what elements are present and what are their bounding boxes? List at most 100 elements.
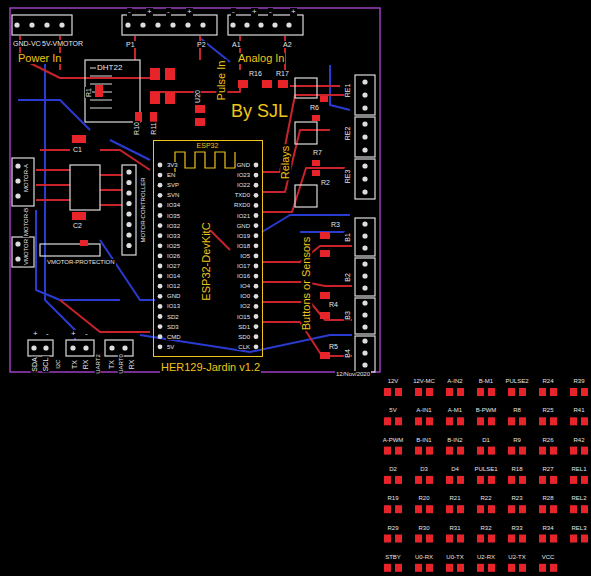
- silkscreen-label: SCL: [43, 356, 50, 372]
- pin-label: RXD0: [233, 202, 251, 208]
- silkscreen-label: +: [70, 330, 77, 338]
- silkscreen-label: -: [268, 8, 273, 16]
- silkscreen-label: C1: [72, 146, 83, 153]
- silkscreen-label: R17: [275, 70, 290, 77]
- pad-label: R27: [541, 466, 554, 472]
- silkscreen-label: DHT22: [96, 64, 123, 72]
- pad-label: R30: [417, 525, 430, 531]
- silkscreen-label: R3: [330, 221, 341, 228]
- pad-label: 5V: [388, 407, 397, 413]
- pad-label: R20: [417, 495, 430, 501]
- pin-label: GND: [236, 223, 251, 229]
- pad-label: 12V-MC: [412, 378, 436, 384]
- pin-label: IO27: [166, 263, 181, 269]
- silkscreen-label: RE3: [345, 168, 352, 184]
- module-label: ESP32: [196, 142, 220, 149]
- pin-label: IO14: [166, 273, 181, 279]
- pad-label: R41: [572, 407, 585, 413]
- pad-label: VCC: [541, 554, 556, 560]
- pad-label: R23: [510, 495, 523, 501]
- silkscreen-label: UART2: [95, 353, 101, 375]
- pad-label: R32: [479, 525, 492, 531]
- pin-label: IO5: [239, 253, 251, 259]
- pad-label: U0-TX: [445, 554, 464, 560]
- silkscreen-label: R2: [320, 179, 331, 186]
- pad-label: R42: [572, 437, 585, 443]
- silkscreen-label: P2: [196, 41, 207, 48]
- silkscreen-label: B3: [344, 310, 351, 321]
- pin-label: IO23: [236, 172, 251, 178]
- silkscreen-label: +: [186, 8, 193, 16]
- pin-label: IO17: [236, 263, 251, 269]
- pad-label: R22: [479, 495, 492, 501]
- silkscreen-label: -: [45, 330, 50, 338]
- pin-label: IO19: [236, 233, 251, 239]
- pad-label: B-M1: [478, 378, 494, 384]
- silkscreen-label: RE2: [345, 125, 352, 141]
- silkscreen-label: SDA: [31, 356, 38, 372]
- pad-label: REL1: [570, 466, 587, 472]
- silkscreen-label: B2: [344, 272, 351, 283]
- silkscreen-label: U20: [194, 89, 201, 104]
- pin-label: IO33: [166, 233, 181, 239]
- silkscreen-label: -: [84, 330, 89, 338]
- pad-label: R21: [448, 495, 461, 501]
- pin-label: TXD0: [234, 192, 251, 198]
- silkscreen-label: UART0: [118, 353, 124, 375]
- pad-label: R29: [386, 525, 399, 531]
- module-label: ESP32-DevKitC: [200, 221, 211, 301]
- pin-label: IO15: [236, 314, 251, 320]
- pad-label: STBY: [384, 554, 402, 560]
- pad-label: PULSE1: [473, 466, 498, 472]
- pad-label: D3: [419, 466, 429, 472]
- pin-label: IO26: [166, 253, 181, 259]
- silkscreen-label: By SJL: [230, 102, 289, 120]
- pin-label: IO34: [166, 202, 181, 208]
- pin-label: IO13: [166, 303, 181, 309]
- silkscreen-label: R7: [312, 149, 323, 156]
- silkscreen-label: A1: [231, 41, 242, 48]
- pin-label: IO21: [236, 213, 251, 219]
- silkscreen-label: -: [127, 8, 132, 16]
- pad-label: R18: [510, 466, 523, 472]
- pad-label: R9: [512, 437, 522, 443]
- silkscreen-label: Relays: [281, 144, 292, 180]
- silkscreen-label: MOTOR-CONTROLLER: [140, 176, 146, 243]
- silkscreen-label: Buttons or Sensors: [302, 235, 313, 331]
- pin-label: CMD: [166, 334, 182, 340]
- silkscreen-label: Power In: [17, 53, 62, 64]
- pin-label: SD0: [237, 334, 251, 340]
- silkscreen-label: R16: [248, 70, 263, 77]
- silkscreen-label: VMOTOR: [23, 238, 29, 266]
- pad-label: B-IN2: [446, 437, 463, 443]
- silkscreen-label: R11: [149, 121, 156, 135]
- silkscreen-label: +: [251, 8, 258, 16]
- silkscreen-label: R6: [309, 104, 320, 111]
- pad-label: A-IN2: [446, 378, 463, 384]
- pad-label: R24: [541, 378, 554, 384]
- silkscreen-label: R4: [328, 301, 339, 308]
- pad-label: PULSE2: [504, 378, 529, 384]
- pad-label: 12V: [387, 378, 400, 384]
- pad-label: R25: [541, 407, 554, 413]
- silkscreen-label: +: [146, 8, 153, 16]
- pin-label: IO0: [239, 293, 251, 299]
- pin-label: IO16: [236, 273, 251, 279]
- pin-label: IO4: [239, 283, 251, 289]
- pin-label: IO32: [166, 223, 181, 229]
- pad-label: U0-RX: [414, 554, 434, 560]
- silkscreen-label: Pulse In: [217, 59, 228, 101]
- pad-label: REL2: [570, 495, 587, 501]
- pad-label: A-IN1: [415, 407, 432, 413]
- silkscreen-label: TX: [70, 359, 77, 370]
- silkscreen-label: RE1: [345, 82, 352, 98]
- silkscreen-label: +: [32, 330, 39, 338]
- pad-label: R31: [448, 525, 461, 531]
- pin-label: SD2: [166, 314, 180, 320]
- pin-label: IO22: [236, 182, 251, 188]
- pin-label: SVN: [166, 192, 180, 198]
- silkscreen-label: B1: [344, 232, 351, 243]
- pin-label: IO35: [166, 213, 181, 219]
- silkscreen-label: VMOTOR-PROTECTION: [46, 259, 116, 265]
- silkscreen-label: +: [290, 8, 297, 16]
